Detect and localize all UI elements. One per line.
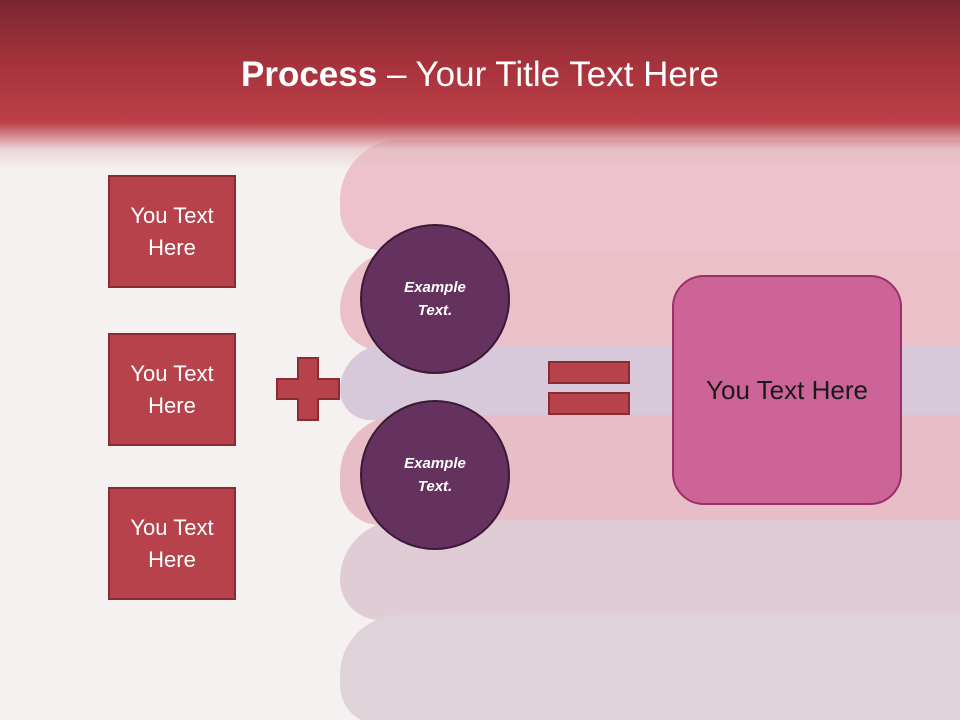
operand-label: Example Text.: [404, 455, 466, 495]
input-box-label: You Text Here: [130, 202, 214, 260]
input-box-3: You Text Here: [108, 487, 236, 600]
input-box-2: You Text Here: [108, 333, 236, 446]
title-bold: Process: [241, 55, 378, 94]
title-rest: – Your Title Text Here: [377, 55, 719, 94]
slide-title: Process – Your Title Text Here: [0, 52, 960, 98]
plus-icon: [276, 357, 340, 421]
result-box: You Text Here: [672, 275, 902, 505]
operand-circle-1: Example Text.: [360, 224, 510, 374]
operand-circle-2: Example Text.: [360, 400, 510, 550]
input-box-1: You Text Here: [108, 175, 236, 288]
operand-label: Example Text.: [404, 279, 466, 319]
result-label: You Text Here: [706, 374, 868, 405]
input-box-label: You Text Here: [130, 360, 214, 418]
input-box-label: You Text Here: [130, 514, 214, 572]
title-banner: [0, 0, 960, 170]
equals-icon: [548, 361, 630, 415]
